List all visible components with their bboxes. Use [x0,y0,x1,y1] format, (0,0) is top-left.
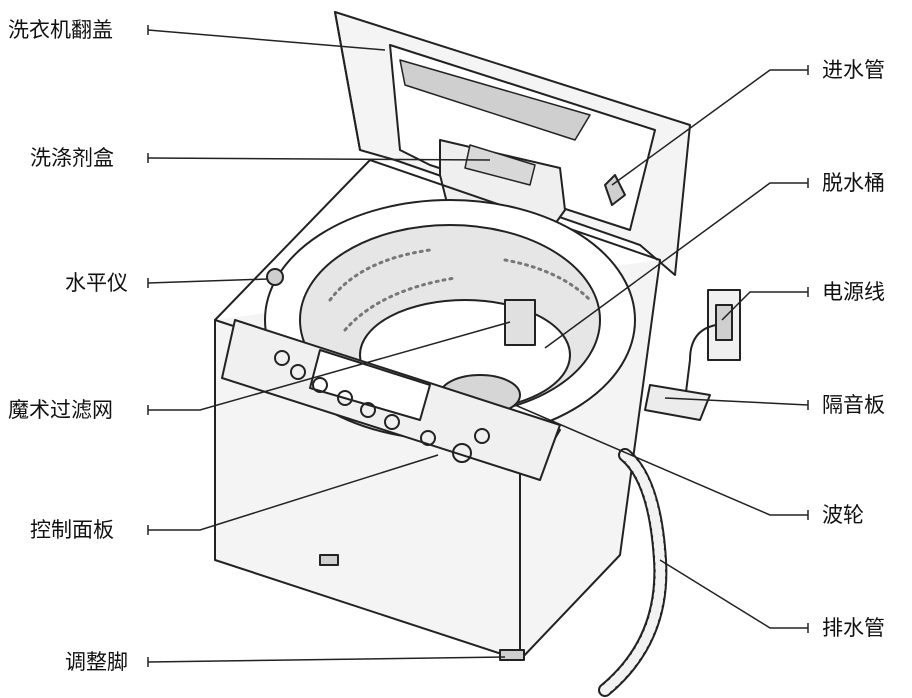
level-bubble [266,268,284,286]
lid-illustration [334,11,691,276]
leader-lines [147,25,809,667]
leader-level [147,278,269,284]
label-adjust-foot: 调整脚 [65,650,128,674]
leader-filter [148,321,511,411]
leader-spin-tub [544,182,808,349]
label-power-cord: 电源线 [822,280,885,304]
inlet-hose-illustration [604,174,626,206]
sound-board-illustration [644,384,711,421]
leader-pulsator [514,404,808,516]
power-plug-illustration [659,289,741,401]
leader-adjust-foot [147,656,506,663]
label-filter: 魔术过滤网 [8,398,113,422]
leader-detergent-box [147,157,491,161]
leader-inlet-hose [611,69,808,186]
leader-control-panel [148,454,439,531]
label-lid: 洗衣机翻盖 [8,18,113,42]
label-spin-tub: 脱水桶 [822,171,885,195]
leader-drain-hose [659,559,808,629]
label-level: 水平仪 [65,271,128,295]
label-control-panel: 控制面板 [30,518,114,542]
label-drain-hose: 排水管 [822,616,885,640]
label-inlet-hose: 进水管 [822,58,885,82]
label-sound-board: 隔音板 [822,393,885,417]
leader-power-cord [721,291,808,321]
control-panel-illustration [221,319,561,481]
label-detergent-box: 洗涤剂盒 [30,146,114,170]
leader-sound-board [664,397,809,406]
leader-lid [147,29,386,51]
label-pulsator: 波轮 [822,503,864,527]
